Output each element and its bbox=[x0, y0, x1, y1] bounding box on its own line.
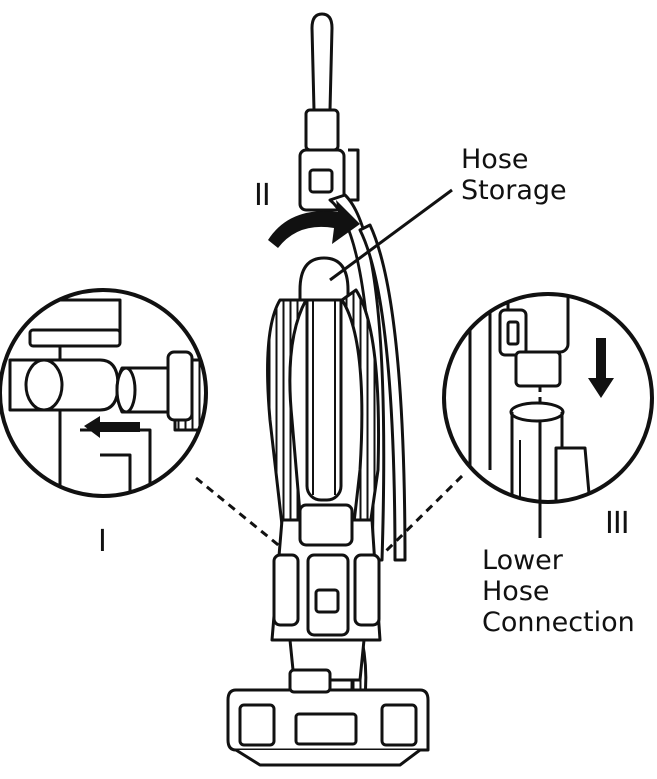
lower-hose-connection-label: Lower Hose Connection bbox=[482, 545, 635, 638]
callout-leaders bbox=[329, 188, 542, 538]
step-one-label: I bbox=[98, 524, 107, 559]
step-three-label: III bbox=[605, 506, 630, 541]
detail-circle-upper-connection bbox=[0, 288, 208, 498]
hose-storage-leader bbox=[329, 188, 453, 282]
hose-storage-line-1: Hose bbox=[461, 144, 529, 175]
vacuum-cleaner bbox=[226, 12, 430, 767]
hose-storage-label: Hose Storage bbox=[461, 144, 567, 206]
step-two-label: II bbox=[254, 178, 271, 213]
lower-hose-line-3: Connection bbox=[482, 607, 635, 638]
hose-storage-line-2: Storage bbox=[461, 175, 567, 206]
rotate-arrow bbox=[268, 200, 360, 248]
dashed-guide-lines bbox=[195, 474, 464, 555]
lower-hose-line-1: Lower bbox=[482, 545, 563, 576]
lower-hose-line-2: Hose bbox=[482, 576, 550, 607]
detail-circle-lower-connection bbox=[442, 292, 654, 504]
